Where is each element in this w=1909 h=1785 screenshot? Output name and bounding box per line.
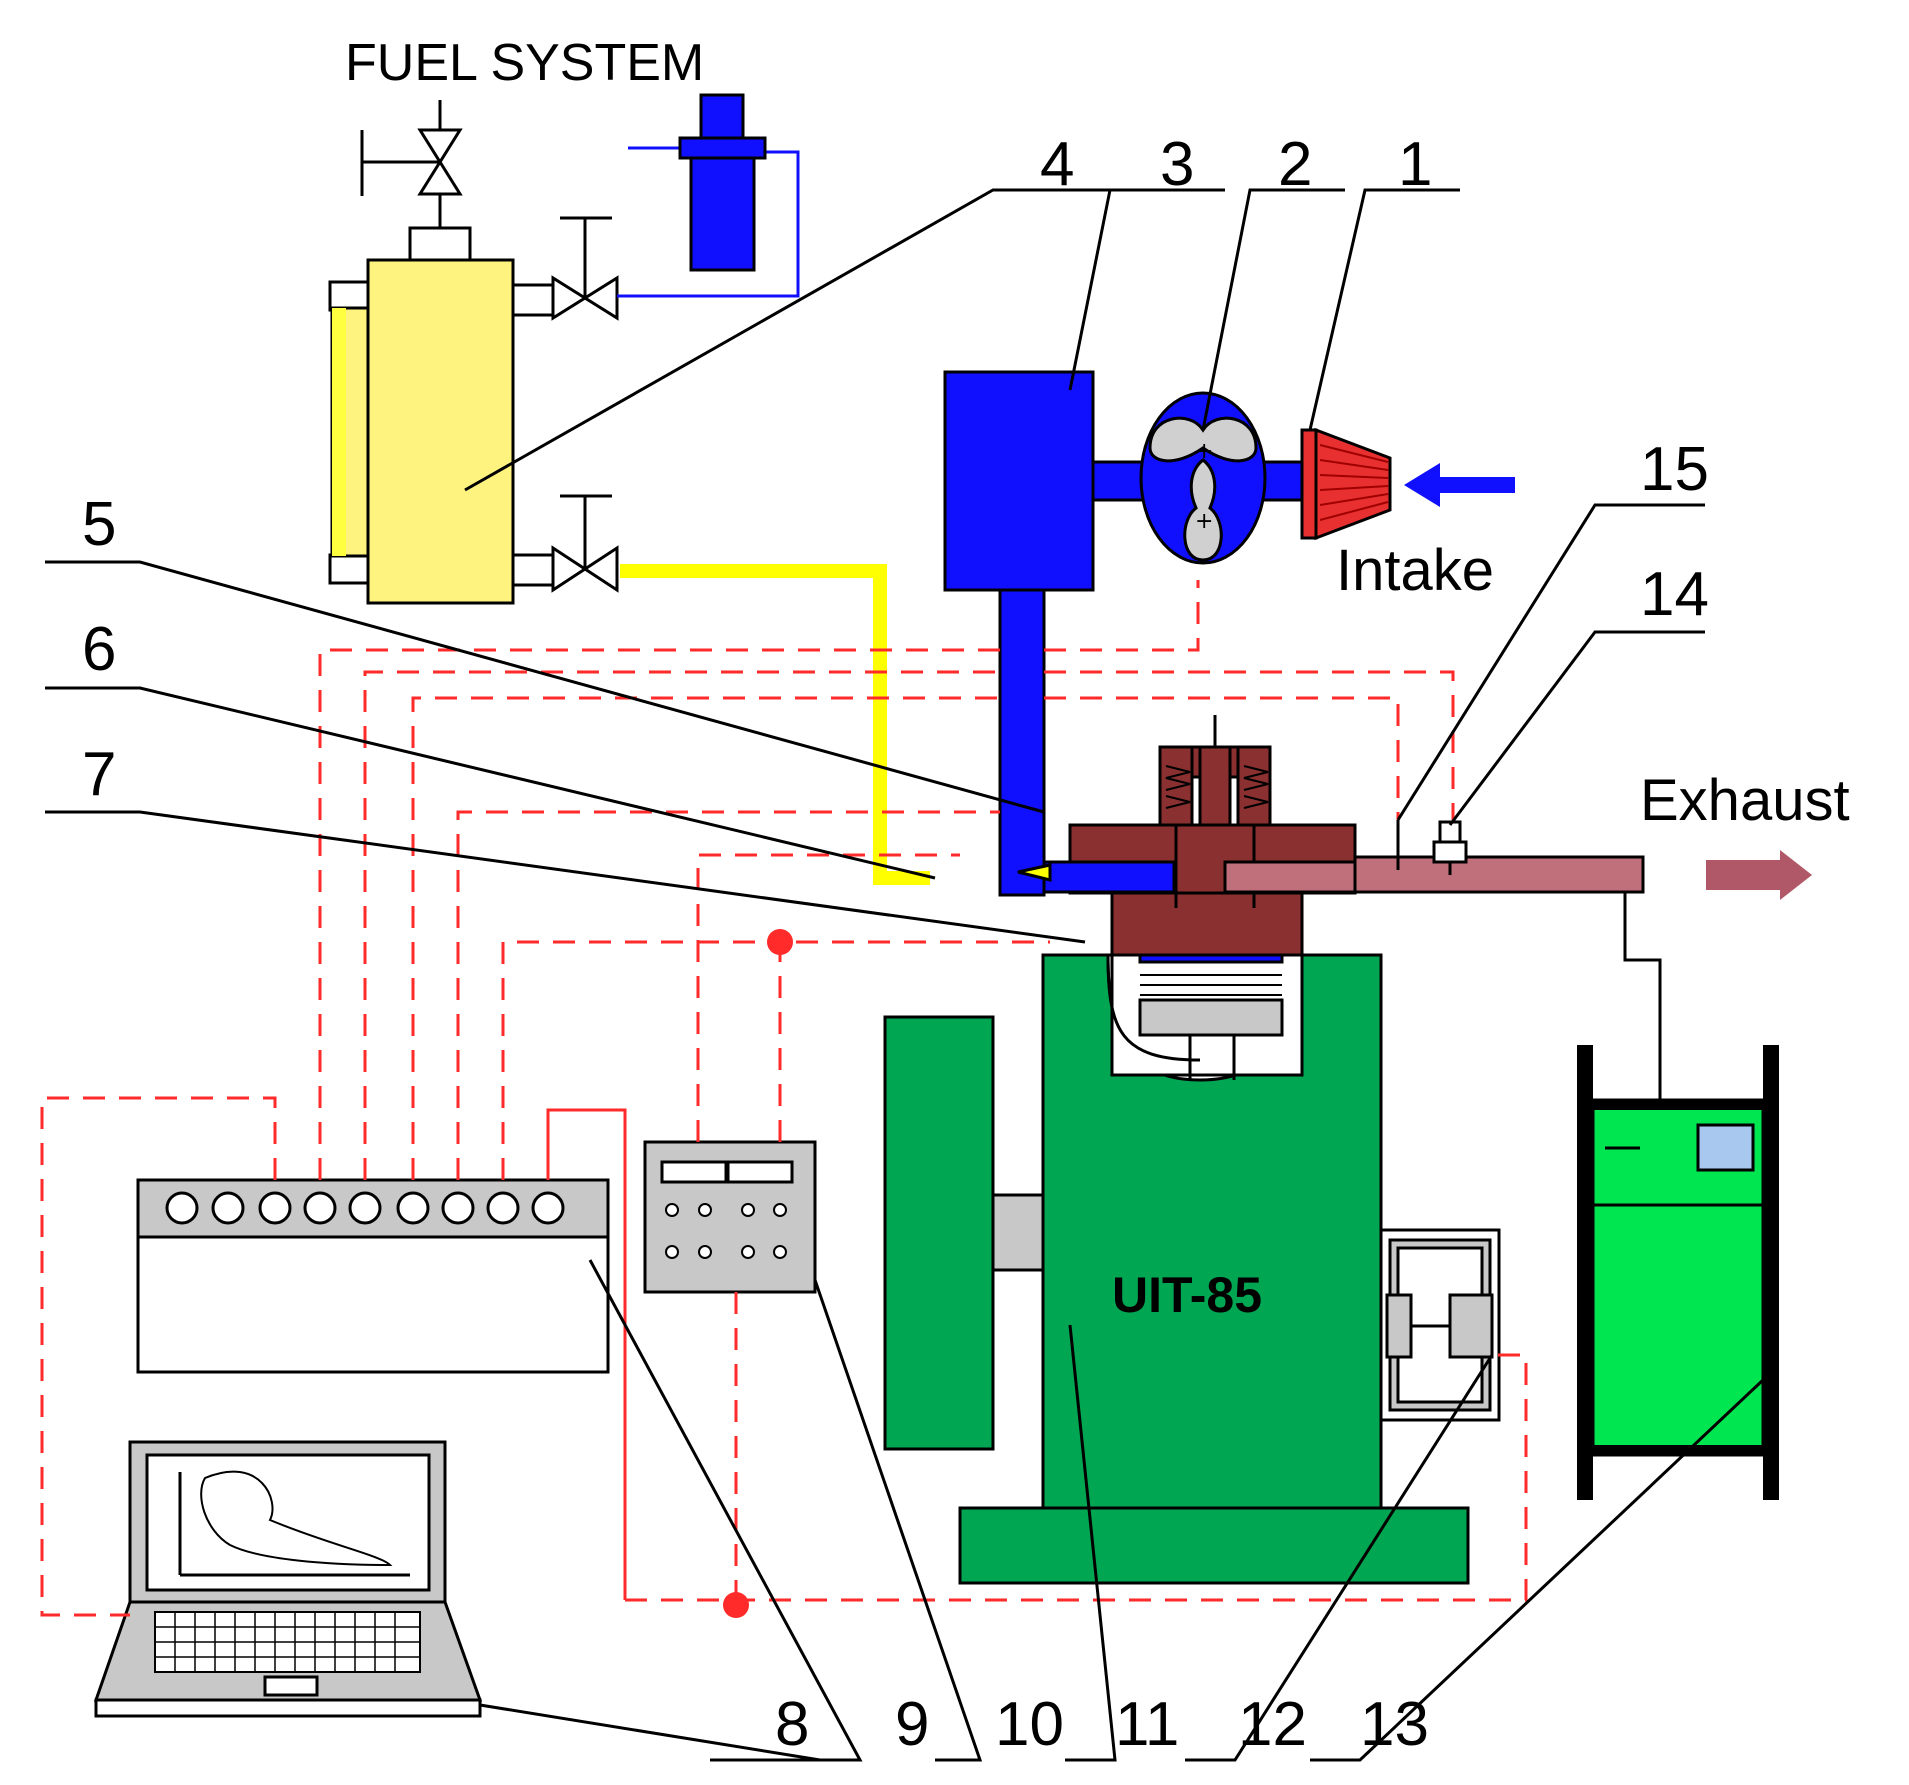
leader-lines <box>45 188 1765 1762</box>
callout-7: 7 <box>82 740 116 809</box>
callout-10: 10 <box>995 1690 1064 1759</box>
signal-wiring <box>40 580 1528 1618</box>
callout-numbers: 1 2 3 4 5 6 7 8 9 10 11 12 13 14 15 <box>82 130 1709 1759</box>
flywheel <box>883 1015 995 1451</box>
callout-1: 1 <box>1398 130 1432 199</box>
callout-8: 8 <box>775 1690 809 1759</box>
callout-11: 11 <box>1115 1690 1179 1759</box>
intake-arrow <box>1404 463 1515 507</box>
exhaust-arrow <box>1706 850 1812 900</box>
intake-label: Intake <box>1336 538 1494 603</box>
svg-text:+: + <box>1195 439 1213 464</box>
exhaust: Exhaust <box>1353 768 1850 1500</box>
callout-12: 12 <box>1238 1690 1307 1759</box>
engine: UIT-85 <box>883 715 1501 1585</box>
exhaust-pipe <box>1353 855 1645 894</box>
callout-13: 13 <box>1360 1690 1429 1759</box>
callout-5: 5 <box>82 490 116 559</box>
fuel-line <box>620 564 930 885</box>
callout-6: 6 <box>82 615 116 684</box>
exhaust-label: Exhaust <box>1640 768 1850 833</box>
instrumentation <box>93 1140 817 1718</box>
callout-3: 3 <box>1160 130 1194 199</box>
fuel-flask <box>699 93 745 142</box>
air-receiver <box>943 370 1095 592</box>
callout-9: 9 <box>895 1690 929 1759</box>
callout-2: 2 <box>1278 130 1312 199</box>
engine-label: UIT-85 <box>1112 1267 1262 1323</box>
fuel-tank <box>366 258 515 605</box>
fuel-system-title: FUEL SYSTEM <box>345 34 704 92</box>
callout-15: 15 <box>1640 435 1709 504</box>
air-intake: + + Intake <box>943 370 1515 897</box>
fuel-system <box>328 93 930 885</box>
callout-4: 4 <box>1040 130 1074 199</box>
svg-text:+: + <box>1195 509 1213 534</box>
callout-14: 14 <box>1640 560 1709 629</box>
